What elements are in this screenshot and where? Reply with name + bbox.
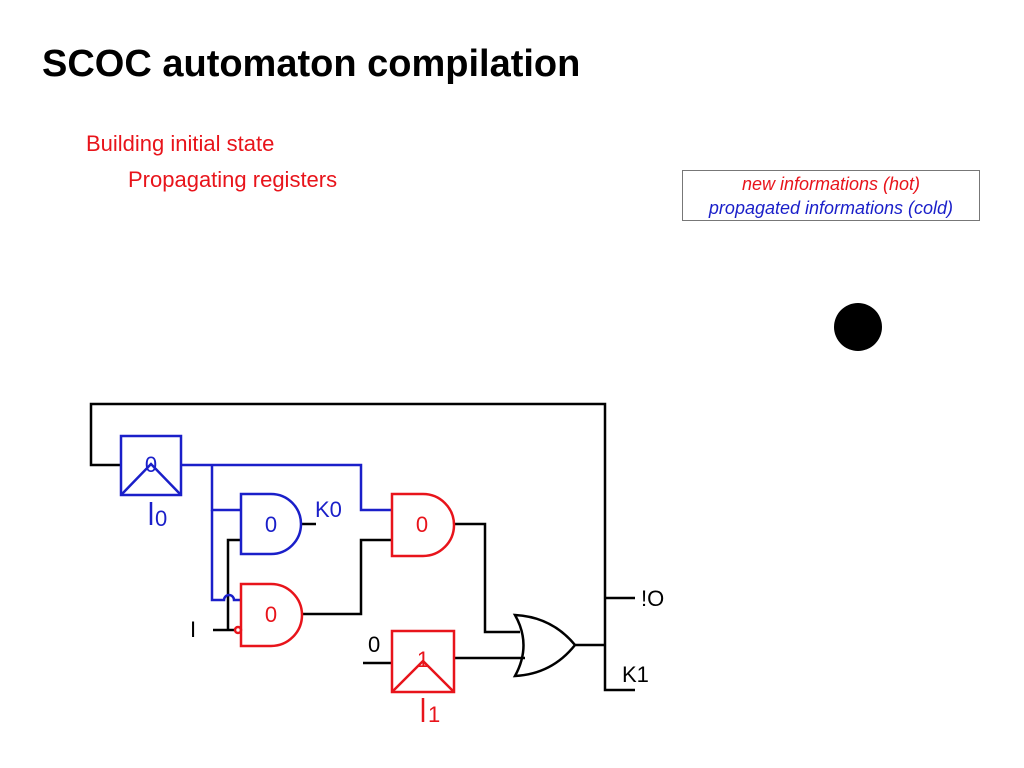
input-i-branch-wire [226,538,241,630]
black-wires [89,402,635,692]
register-k0-init: 0 [155,506,167,531]
input-i-inverter-bubble [233,625,243,635]
and-k0-output-label: K0 [315,497,342,522]
and-mid-output-wire [454,522,520,634]
and-gate-input [239,582,304,648]
register-k0-clock-icon [120,462,182,496]
hot-components [233,492,456,722]
register-k0-output-wire [181,463,392,512]
input-i-label: I [190,617,196,642]
register-k1-init: 1 [428,702,440,727]
status-dot [834,303,882,351]
register-k1-state: 1 [417,647,429,672]
legend-box: new informations (hot) propagated inform… [682,170,980,221]
register-k1 [390,629,456,694]
and-k0-value: 0 [265,512,277,537]
output-o-label: !O [641,586,664,611]
register-k0-branch-wire [210,465,241,512]
register-k0-state: 0 [145,452,157,477]
and-gate-mid [390,492,456,558]
register-k0-crossing-wire [210,510,241,602]
register-k1-input-value: 0 [368,632,380,657]
step-building-initial-state: Building initial state [86,131,275,156]
and-input-value: 0 [265,602,277,627]
and-gate-k0 [239,492,303,556]
or-gate [512,613,577,678]
register-k0 [119,434,183,497]
register-k1-clock-icon [391,659,455,693]
k1-label: K1 [622,662,649,687]
cold-components [119,434,392,602]
legend-cold: propagated informations (cold) [708,198,954,218]
legend-hot: new informations (hot) [741,174,921,194]
and-input-output-wire [302,538,392,616]
slide-title: SCOC automaton compilation [42,43,581,85]
step-propagating-registers: Propagating registers [128,167,338,192]
and-mid-value: 0 [416,512,428,537]
feedback-loop-wire [89,402,635,692]
